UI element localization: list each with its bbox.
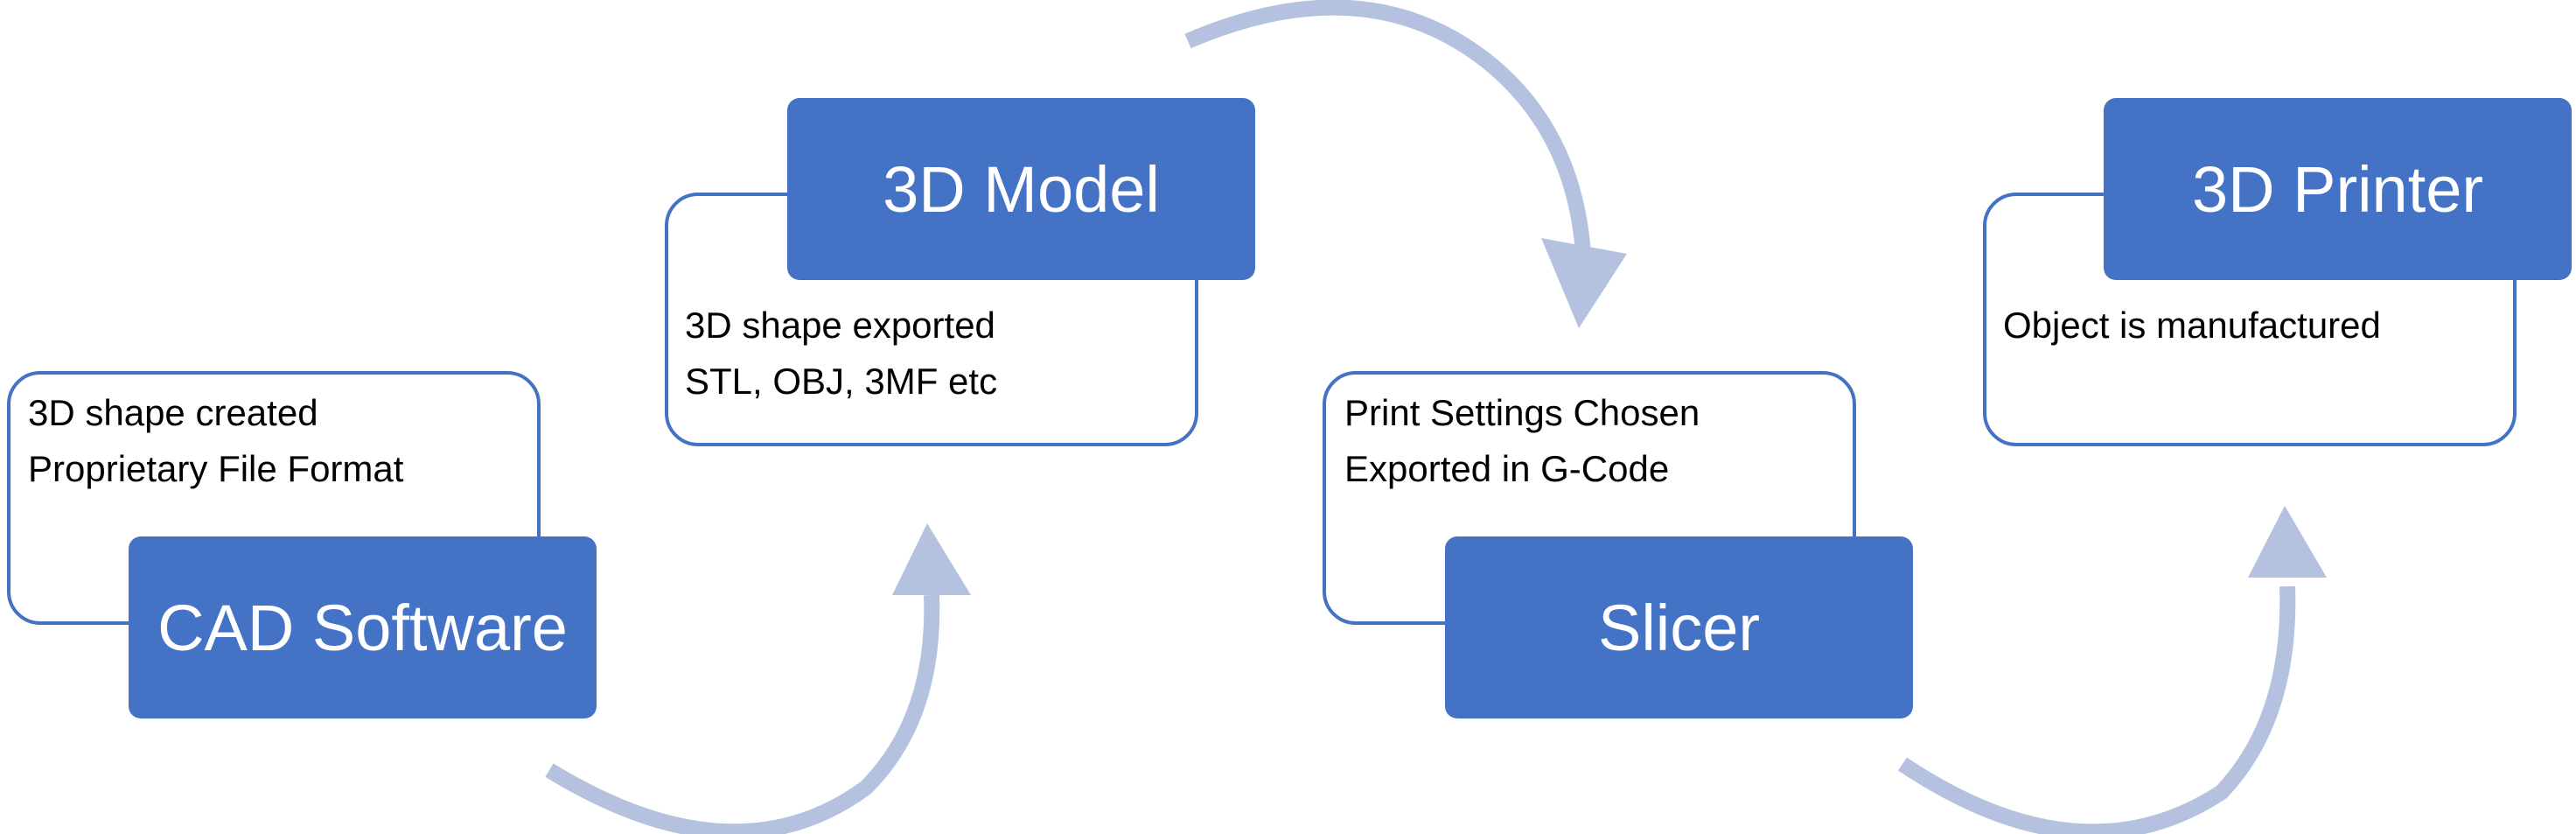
step-2-line-2: STL, OBJ, 3MF etc <box>685 361 998 402</box>
step-3-line-1: Print Settings Chosen <box>1344 392 1700 433</box>
step-3-title-label: Slicer <box>1597 591 1761 664</box>
arrow-cad-to-model <box>545 523 971 834</box>
step-4-line-1: Object is manufactured <box>2003 305 2381 346</box>
step-4-description: Object is manufactured <box>2003 298 2381 354</box>
step-3-title: Slicer <box>1445 536 1913 718</box>
step-1-line-1: 3D shape created <box>28 392 318 433</box>
step-4-title-label: 3D Printer <box>2191 152 2484 226</box>
step-3-line-2: Exported in G-Code <box>1344 448 1670 489</box>
step-4-title: 3D Printer <box>2104 98 2572 280</box>
step-2-title-label: 3D Model <box>883 152 1160 226</box>
step-1-line-2: Proprietary File Format <box>28 448 404 489</box>
arrow-slicer-to-printer <box>1898 506 2327 834</box>
step-2-title: 3D Model <box>787 98 1255 280</box>
step-1-description: 3D shape created Proprietary File Format <box>28 385 403 497</box>
step-2-line-1: 3D shape exported <box>685 305 995 346</box>
step-3-description: Print Settings Chosen Exported in G-Code <box>1344 385 1700 497</box>
step-2-description: 3D shape exported STL, OBJ, 3MF etc <box>685 298 997 410</box>
step-1-title: CAD Software <box>129 536 597 718</box>
step-1-title-label: CAD Software <box>157 591 568 664</box>
arrow-model-to-slicer <box>1184 0 1627 328</box>
